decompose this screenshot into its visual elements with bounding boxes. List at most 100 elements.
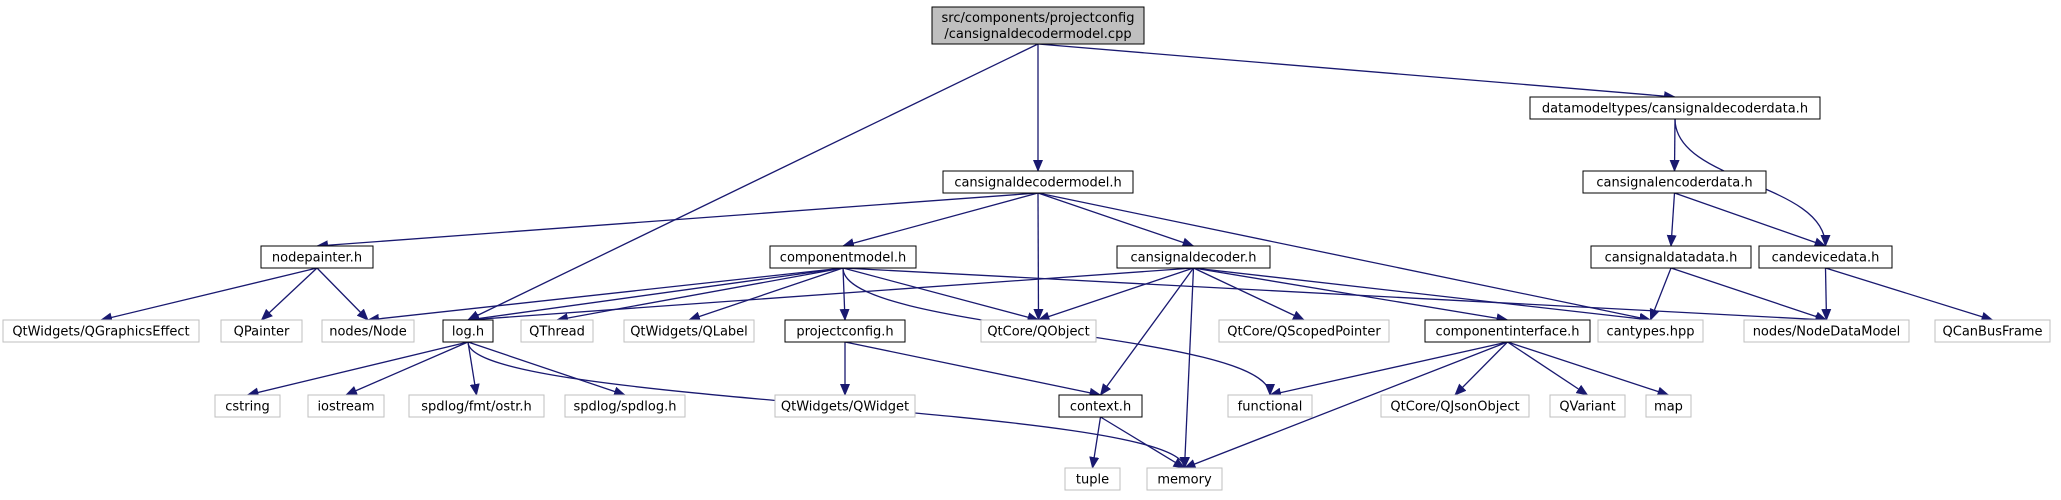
node-box bbox=[980, 319, 1097, 343]
node-box bbox=[220, 319, 303, 343]
node-qvariant: QVariant bbox=[1549, 394, 1626, 418]
edge-nodepainter_h-to-nodes_node bbox=[316, 267, 369, 321]
node-label: QtCore/QJsonObject bbox=[1390, 400, 1519, 415]
edge-nodepainter_h-to-qpainter bbox=[260, 267, 318, 321]
node-candevicedata-h[interactable]: candevicedata.h bbox=[1758, 245, 1893, 269]
edge-cansignaldecoder_h-to-qobject bbox=[1037, 267, 1194, 322]
node-box bbox=[1380, 394, 1530, 418]
node-box bbox=[2, 319, 200, 343]
node-label: nodes/Node bbox=[329, 325, 407, 340]
node-label: cansignalencoderdata.h bbox=[1596, 176, 1752, 191]
node-box bbox=[214, 394, 281, 418]
edge-cansignaldecodermodel_h-to-cansignaldecoder_h bbox=[1037, 192, 1195, 248]
node-label: map bbox=[1654, 400, 1683, 415]
node-label: cstring bbox=[225, 400, 269, 415]
node-root[interactable]: src/components/projectconfig/cansignalde… bbox=[931, 6, 1145, 45]
node-box bbox=[1597, 319, 1704, 343]
node-label: memory bbox=[1157, 473, 1212, 488]
node-qcanbusframe: QCanBusFrame bbox=[1934, 319, 2051, 343]
node-label: functional bbox=[1238, 400, 1303, 415]
edge-componentmodel_h-to-nodedatamodel bbox=[842, 267, 1828, 325]
node-qobject: QtCore/QObject bbox=[980, 319, 1097, 343]
node-label: QtWidgets/QGraphicsEffect bbox=[12, 325, 189, 340]
edge-root-to-cansignaldecoderdata_h bbox=[1037, 43, 1676, 102]
node-label: QtCore/QObject bbox=[987, 325, 1089, 340]
edge-componentinterface_h-to-map bbox=[1507, 341, 1670, 397]
edge-log_h-to-cstring bbox=[246, 341, 469, 398]
node-box bbox=[564, 394, 686, 418]
node-iostream: iostream bbox=[307, 394, 385, 418]
edge-componentinterface_h-to-functional bbox=[1269, 341, 1508, 398]
node-label: projectconfig.h bbox=[796, 325, 893, 340]
node-box bbox=[1590, 245, 1752, 269]
node-box bbox=[623, 319, 755, 343]
node-qpainter: QPainter bbox=[220, 319, 303, 343]
node-box bbox=[408, 394, 545, 418]
edge-componentmodel_h-to-qlabel bbox=[688, 267, 844, 322]
node-label: iostream bbox=[317, 400, 374, 415]
node-label: QThread bbox=[529, 325, 585, 340]
edge-componentinterface_h-to-qvariant bbox=[1507, 341, 1589, 396]
node-context-h[interactable]: context.h bbox=[1058, 394, 1143, 418]
node-label: QtCore/QScopedPointer bbox=[1227, 325, 1381, 340]
node-cansignaldecoderdata-h[interactable]: datamodeltypes/cansignaldecoderdata.h bbox=[1529, 96, 1821, 120]
node-label: nodes/NodeDataModel bbox=[1753, 325, 1901, 340]
node-label: spdlog/spdlog.h bbox=[574, 400, 677, 415]
node-label: QtWidgets/QLabel bbox=[630, 325, 748, 340]
edge-componentmodel_h-to-log_h bbox=[467, 267, 844, 324]
edge-nodepainter_h-to-qgraphicseffect bbox=[100, 267, 318, 323]
edge-componentinterface_h-to-memory bbox=[1183, 341, 1508, 469]
node-nodepainter-h[interactable]: nodepainter.h bbox=[260, 245, 374, 269]
node-box bbox=[1424, 319, 1591, 343]
node-box bbox=[321, 319, 415, 343]
node-componentmodel-h[interactable]: componentmodel.h bbox=[769, 245, 917, 269]
node-functional: functional bbox=[1227, 394, 1313, 418]
node-log-h[interactable]: log.h bbox=[442, 319, 494, 343]
edge-cansignaldecoder_h-to-componentinterface_h bbox=[1193, 267, 1509, 324]
edge-root-to-log_h bbox=[467, 43, 1039, 321]
edge-componentmodel_h-to-qthread bbox=[556, 267, 844, 323]
node-map: map bbox=[1645, 394, 1692, 418]
node-qjsonobject: QtCore/QJsonObject bbox=[1380, 394, 1530, 418]
node-label: cantypes.hpp bbox=[1606, 325, 1694, 340]
node-label: cansignaldatadata.h bbox=[1605, 251, 1738, 266]
node-label: context.h bbox=[1070, 400, 1131, 415]
node-label: tuple bbox=[1076, 473, 1109, 488]
node-cansignalencoderdata-h[interactable]: cansignalencoderdata.h bbox=[1582, 170, 1767, 194]
node-cansignaldecoder-h[interactable]: cansignaldecoder.h bbox=[1116, 245, 1271, 269]
node-qthread: QThread bbox=[520, 319, 594, 343]
node-box bbox=[1064, 467, 1121, 491]
edge-log_h-to-fmt_ostr bbox=[467, 341, 480, 396]
node-cstring: cstring bbox=[214, 394, 281, 418]
edge-log_h-to-iostream bbox=[345, 341, 469, 396]
node-box bbox=[1146, 467, 1223, 491]
node-box bbox=[1934, 319, 2051, 343]
node-label: cansignaldecodermodel.h bbox=[954, 176, 1121, 191]
node-box bbox=[1549, 394, 1626, 418]
edge-componentmodel_h-to-projectconfig_h bbox=[839, 267, 850, 321]
node-tuple: tuple bbox=[1064, 467, 1121, 491]
node-componentinterface-h[interactable]: componentinterface.h bbox=[1424, 319, 1591, 343]
edge-log_h-to-spdlog bbox=[467, 341, 626, 397]
node-box bbox=[1116, 245, 1271, 269]
node-cantypes: cantypes.hpp bbox=[1597, 319, 1704, 343]
edge-componentmodel_h-to-nodes_node bbox=[367, 267, 844, 324]
node-label: nodepainter.h bbox=[272, 251, 362, 266]
node-memory: memory bbox=[1146, 467, 1223, 491]
node-box bbox=[942, 170, 1134, 194]
edge-cansignalencoderdata_h-to-candevicedata_h bbox=[1674, 192, 1827, 248]
node-cansignaldatadata-h[interactable]: cansignaldatadata.h bbox=[1590, 245, 1752, 269]
node-label: candevicedata.h bbox=[1772, 251, 1880, 266]
node-cansignaldecodermodel-h[interactable]: cansignaldecodermodel.h bbox=[942, 170, 1134, 194]
edge-cansignaldecodermodel_h-to-cantypes bbox=[1037, 192, 1652, 323]
node-box bbox=[784, 319, 906, 343]
edge-cansignaldecoderdata_h-to-cansignalencoderdata_h bbox=[1669, 118, 1680, 172]
edge-cansignaldecoder_h-to-log_h bbox=[467, 267, 1194, 325]
edge-cansignaldecodermodel_h-to-qobject bbox=[1033, 192, 1044, 321]
node-box bbox=[520, 319, 594, 343]
node-box bbox=[931, 6, 1145, 45]
node-projectconfig-h[interactable]: projectconfig.h bbox=[784, 319, 906, 343]
edge-cansignaldecodermodel_h-to-componentmodel_h bbox=[842, 192, 1039, 248]
edge-cansignaldecoder_h-to-context_h bbox=[1099, 267, 1195, 396]
